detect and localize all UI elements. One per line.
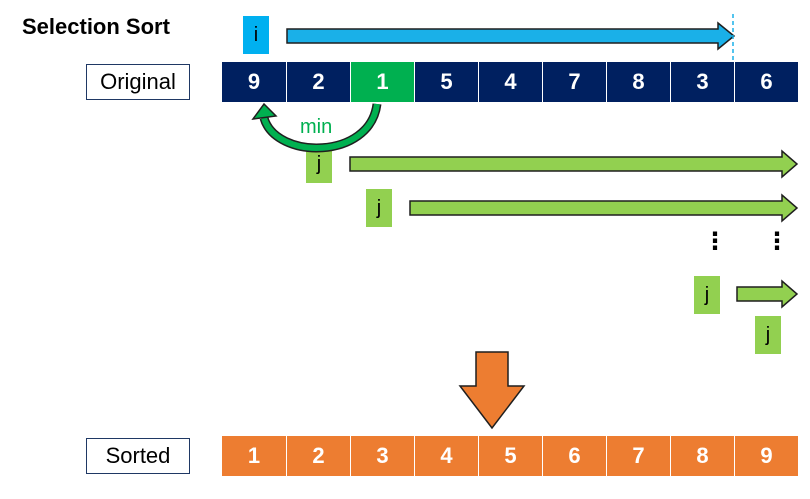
j-arrow-1: [349, 149, 799, 179]
sorted-cell-3: 4: [414, 436, 478, 476]
diagram-title: Selection Sort: [22, 14, 170, 39]
sorted-cell-8: 9: [734, 436, 798, 476]
sorted-cell-4: 5: [478, 436, 542, 476]
sorted-cell-5: 6: [542, 436, 606, 476]
sorted-label: Sorted: [86, 438, 190, 474]
i-arrow: [286, 14, 736, 62]
sorted-cell-0: 1: [222, 436, 286, 476]
original-cell-5: 7: [542, 62, 606, 102]
j-index-tag-2: j: [366, 189, 392, 227]
original-cell-2: 1: [350, 62, 414, 102]
original-cell-6: 8: [606, 62, 670, 102]
j-index-tag-3: j: [694, 276, 720, 314]
original-label: Original: [86, 64, 190, 100]
original-cell-3: 5: [414, 62, 478, 102]
original-cell-1: 2: [286, 62, 350, 102]
original-cell-4: 4: [478, 62, 542, 102]
original-cell-0: 9: [222, 62, 286, 102]
min-label: min: [300, 116, 333, 138]
sorted-cell-6: 7: [606, 436, 670, 476]
sorted-cell-7: 8: [670, 436, 734, 476]
original-cell-8: 6: [734, 62, 798, 102]
min-swap-arrow: [251, 102, 382, 153]
i-index-tag: i: [243, 16, 269, 54]
down-arrow: [458, 351, 526, 430]
j-arrow-2: [409, 193, 799, 223]
original-cell-7: 3: [670, 62, 734, 102]
j-arrow-3: [736, 279, 799, 309]
sorted-cell-1: 2: [286, 436, 350, 476]
j-index-tag-4: j: [755, 316, 781, 354]
sorted-cell-2: 3: [350, 436, 414, 476]
